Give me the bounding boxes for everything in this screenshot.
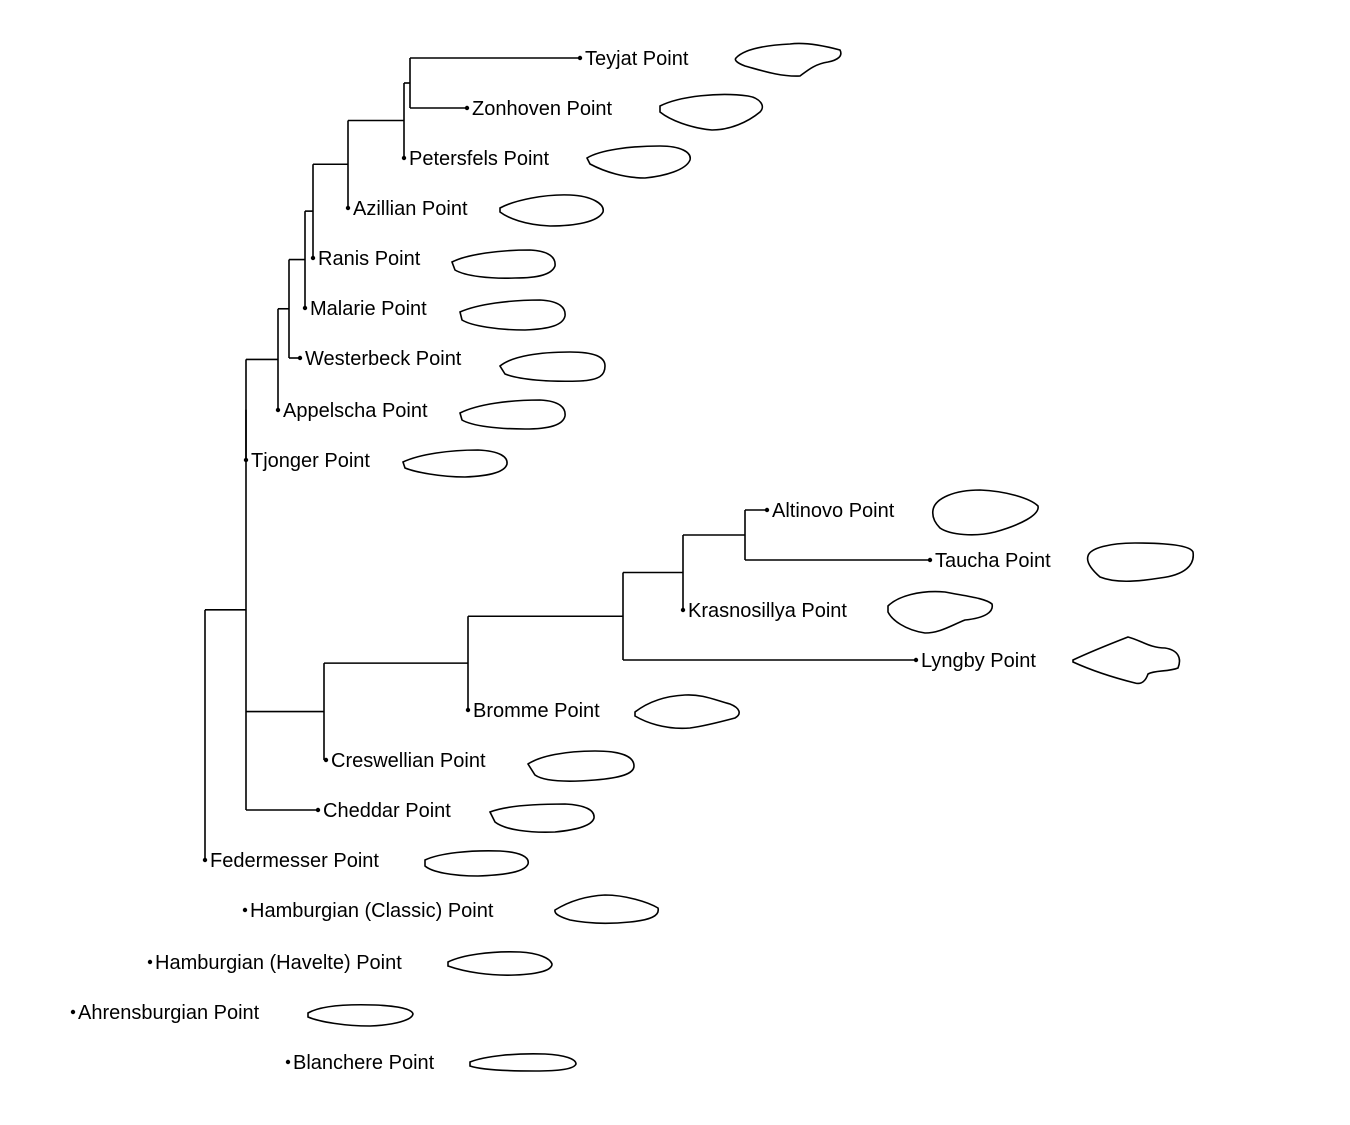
tip-malarie: Malarie Point bbox=[302, 298, 566, 331]
tip-taucha: Taucha Point bbox=[927, 542, 1194, 583]
tip-westerbeck: Westerbeck Point bbox=[297, 348, 606, 383]
tip-dot bbox=[927, 557, 933, 563]
point-outline-icon bbox=[887, 590, 994, 634]
tip-ahrensburgian: Ahrensburgian Point bbox=[70, 1002, 414, 1027]
tip-petersfels: Petersfels Point bbox=[401, 145, 691, 179]
point-outline-icon bbox=[450, 249, 556, 279]
tip-dot bbox=[310, 255, 316, 261]
tip-label: Teyjat Point bbox=[585, 48, 689, 70]
tip-dot bbox=[285, 1059, 291, 1065]
point-outline-icon bbox=[931, 489, 1039, 536]
tip-blanchere: Blanchere Point bbox=[285, 1052, 577, 1074]
tip-krasnosillya: Krasnosillya Point bbox=[680, 590, 994, 634]
point-outline-icon bbox=[734, 42, 842, 77]
tip-dot bbox=[302, 305, 308, 311]
point-outline-icon bbox=[554, 894, 659, 925]
tree-branches bbox=[204, 57, 930, 860]
tip-lyngby: Lyngby Point bbox=[913, 636, 1181, 685]
point-outline-icon bbox=[469, 1053, 577, 1072]
tip-label: Altinovo Point bbox=[772, 500, 895, 522]
tip-dot bbox=[465, 707, 471, 713]
tip-label: Westerbeck Point bbox=[305, 348, 462, 370]
point-outline-icon bbox=[498, 351, 606, 383]
tip-dot bbox=[242, 907, 248, 913]
tip-teyjat: Teyjat Point bbox=[577, 42, 842, 77]
tip-dot bbox=[315, 807, 321, 813]
point-outline-icon bbox=[634, 694, 740, 730]
point-outline-icon bbox=[488, 803, 595, 833]
point-outline-icon bbox=[307, 1003, 414, 1027]
point-outline-icon bbox=[424, 850, 529, 877]
tip-dot bbox=[70, 1009, 76, 1015]
tip-dot bbox=[345, 205, 351, 211]
tip-dot bbox=[323, 757, 329, 763]
point-outline-icon bbox=[402, 449, 508, 478]
tip-label: Malarie Point bbox=[310, 298, 427, 320]
tip-creswellian: Creswellian Point bbox=[323, 750, 635, 782]
tip-tjonger: Tjonger Point bbox=[243, 449, 508, 478]
tip-dot bbox=[275, 407, 281, 413]
tip-label: Blanchere Point bbox=[293, 1052, 435, 1074]
tip-label: Taucha Point bbox=[935, 550, 1051, 572]
tip-dot bbox=[680, 607, 686, 613]
point-outline-icon bbox=[459, 399, 566, 430]
tip-label: Ranis Point bbox=[318, 248, 421, 270]
tip-label: Azillian Point bbox=[353, 198, 468, 220]
tip-cheddar: Cheddar Point bbox=[315, 800, 595, 833]
tip-dot bbox=[297, 355, 303, 361]
point-outline-icon bbox=[499, 194, 604, 227]
tip-label: Zonhoven Point bbox=[472, 98, 613, 120]
tip-hamburgian-havelte: Hamburgian (Havelte) Point bbox=[147, 951, 553, 976]
tip-label: Krasnosillya Point bbox=[688, 600, 847, 622]
tip-bromme: Bromme Point bbox=[465, 694, 740, 730]
tip-dot bbox=[464, 105, 470, 111]
point-outline-icon bbox=[585, 145, 691, 179]
tip-federmesser: Federmesser Point bbox=[202, 850, 529, 877]
tip-label: Lyngby Point bbox=[921, 650, 1036, 672]
point-outline-icon bbox=[1086, 542, 1194, 583]
tip-dot bbox=[202, 857, 208, 863]
tip-azillian: Azillian Point bbox=[345, 194, 604, 227]
tip-label: Creswellian Point bbox=[331, 750, 486, 772]
tip-dot bbox=[577, 55, 583, 61]
tip-label: Cheddar Point bbox=[323, 800, 451, 822]
tip-dot bbox=[147, 959, 153, 965]
tip-label: Bromme Point bbox=[473, 700, 600, 722]
tip-label: Hamburgian (Havelte) Point bbox=[155, 952, 402, 974]
tip-label: Hamburgian (Classic) Point bbox=[250, 900, 494, 922]
tip-dot bbox=[764, 507, 770, 513]
tip-appelscha: Appelscha Point bbox=[275, 399, 566, 430]
tip-ranis: Ranis Point bbox=[310, 248, 556, 279]
tip-dot bbox=[243, 457, 249, 463]
point-outline-icon bbox=[459, 299, 566, 331]
tip-label: Appelscha Point bbox=[283, 400, 428, 422]
tip-altinovo: Altinovo Point bbox=[764, 489, 1039, 536]
tip-label: Federmesser Point bbox=[210, 850, 379, 872]
tip-dot bbox=[913, 657, 919, 663]
tip-label: Tjonger Point bbox=[251, 450, 370, 472]
tip-hamburgian-classic: Hamburgian (Classic) Point bbox=[242, 894, 659, 925]
tip-label: Ahrensburgian Point bbox=[78, 1002, 260, 1024]
tip-dot bbox=[401, 155, 407, 161]
point-outline-icon bbox=[659, 93, 764, 131]
point-outline-icon bbox=[526, 750, 635, 782]
point-outline-icon bbox=[447, 951, 553, 976]
point-outline-icon bbox=[1072, 636, 1181, 685]
tip-label: Petersfels Point bbox=[409, 148, 550, 170]
tip-zonhoven: Zonhoven Point bbox=[464, 93, 764, 131]
